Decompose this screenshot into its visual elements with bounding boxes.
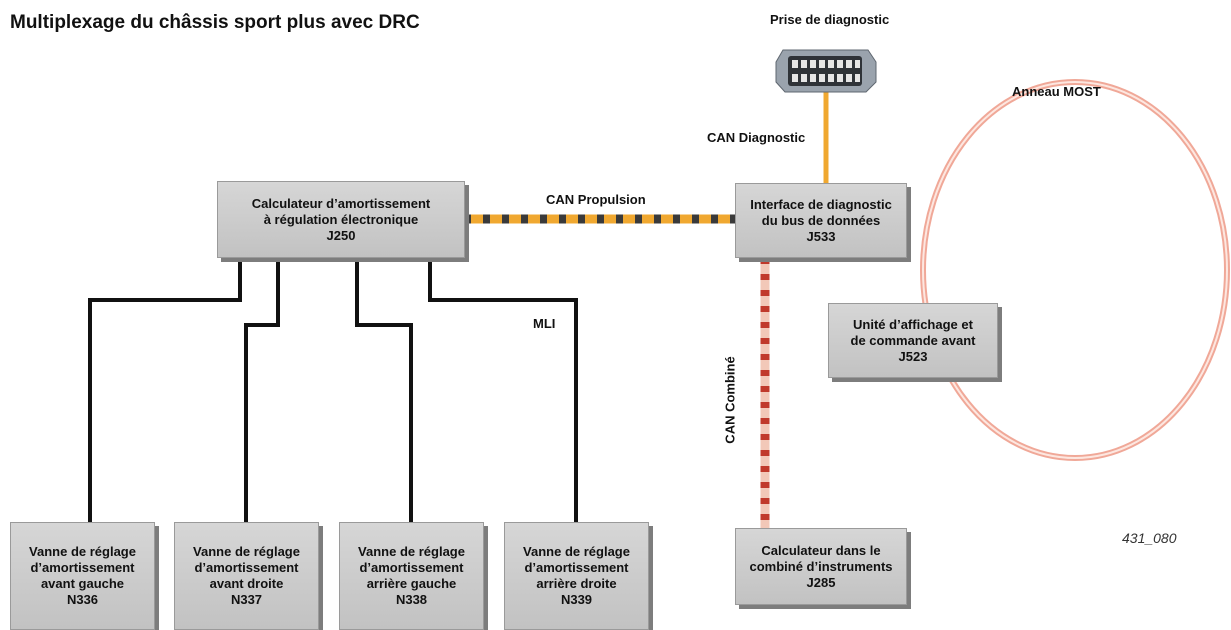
mli-label: MLI xyxy=(533,316,556,331)
j285-line-1: Calculateur dans le xyxy=(761,542,881,558)
most-ring-label: Anneau MOST xyxy=(1012,84,1101,99)
figure-reference: 431_080 xyxy=(1122,530,1177,546)
n338-valve-rear-left: Vanne de réglage d’amortissement arrière… xyxy=(339,522,484,630)
j285-line-3: J285 xyxy=(806,574,836,590)
j285-line-2: combiné d’instruments xyxy=(749,558,893,574)
mli-wire-n337 xyxy=(244,258,280,522)
diagram-title: Multiplexage du châssis sport plus avec … xyxy=(10,12,420,33)
n337-line-2: d’amortissement xyxy=(194,560,299,575)
n336-line-3: avant gauche xyxy=(40,576,125,591)
mli-wire-n338 xyxy=(355,258,413,522)
n338-line-4: N338 xyxy=(395,592,428,607)
n336-line-4: N336 xyxy=(66,592,99,607)
j523-front-display-unit: Unité d’affichage et de commande avant J… xyxy=(828,303,998,378)
n339-line-4: N339 xyxy=(560,592,593,607)
n338-line-1: Vanne de réglage xyxy=(358,544,465,559)
j523-line-3: J523 xyxy=(898,348,928,364)
n336-line-1: Vanne de réglage xyxy=(29,544,136,559)
can-combine-label: CAN Combiné xyxy=(722,356,738,444)
mli-wire-n339 xyxy=(428,258,578,522)
j250-line-2: à régulation électronique xyxy=(263,211,419,227)
diagnostic-connector-icon xyxy=(775,49,877,93)
n339-line-3: arrière droite xyxy=(536,576,617,591)
n337-line-4: N337 xyxy=(230,592,263,607)
j533-gateway: Interface de diagnostic du bus de donnée… xyxy=(735,183,907,258)
j250-line-1: Calculateur d’amortissement xyxy=(251,195,431,211)
n337-line-1: Vanne de réglage xyxy=(193,544,300,559)
n337-line-3: avant droite xyxy=(209,576,284,591)
j250-damping-control-unit: Calculateur d’amortissement à régulation… xyxy=(217,181,465,258)
can-propulsion-label: CAN Propulsion xyxy=(546,192,646,207)
n336-line-2: d’amortissement xyxy=(30,560,135,575)
can-diagnostic-label: CAN Diagnostic xyxy=(707,130,806,145)
n336-valve-front-left: Vanne de réglage d’amortissement avant g… xyxy=(10,522,155,630)
j533-line-1: Interface de diagnostic xyxy=(750,196,892,212)
j285-instrument-cluster: Calculateur dans le combiné d’instrument… xyxy=(735,528,907,605)
n338-line-3: arrière gauche xyxy=(366,576,457,591)
diag-port-label: Prise de diagnostic xyxy=(770,12,890,27)
j533-line-2: du bus de données xyxy=(761,212,881,228)
most-ring-inner xyxy=(922,81,1228,459)
mli-wire-n336 xyxy=(88,258,242,522)
most-ring xyxy=(920,79,1230,461)
j523-line-2: de commande avant xyxy=(850,332,976,348)
n337-valve-front-right: Vanne de réglage d’amortissement avant d… xyxy=(174,522,319,630)
mli-wires xyxy=(88,258,578,522)
n338-line-2: d’amortissement xyxy=(359,560,464,575)
j250-line-3: J250 xyxy=(326,227,356,243)
j533-line-3: J533 xyxy=(806,228,836,244)
j523-line-1: Unité d’affichage et xyxy=(853,316,973,332)
n339-line-1: Vanne de réglage xyxy=(523,544,630,559)
n339-valve-rear-right: Vanne de réglage d’amortissement arrière… xyxy=(504,522,649,630)
n339-line-2: d’amortissement xyxy=(524,560,629,575)
